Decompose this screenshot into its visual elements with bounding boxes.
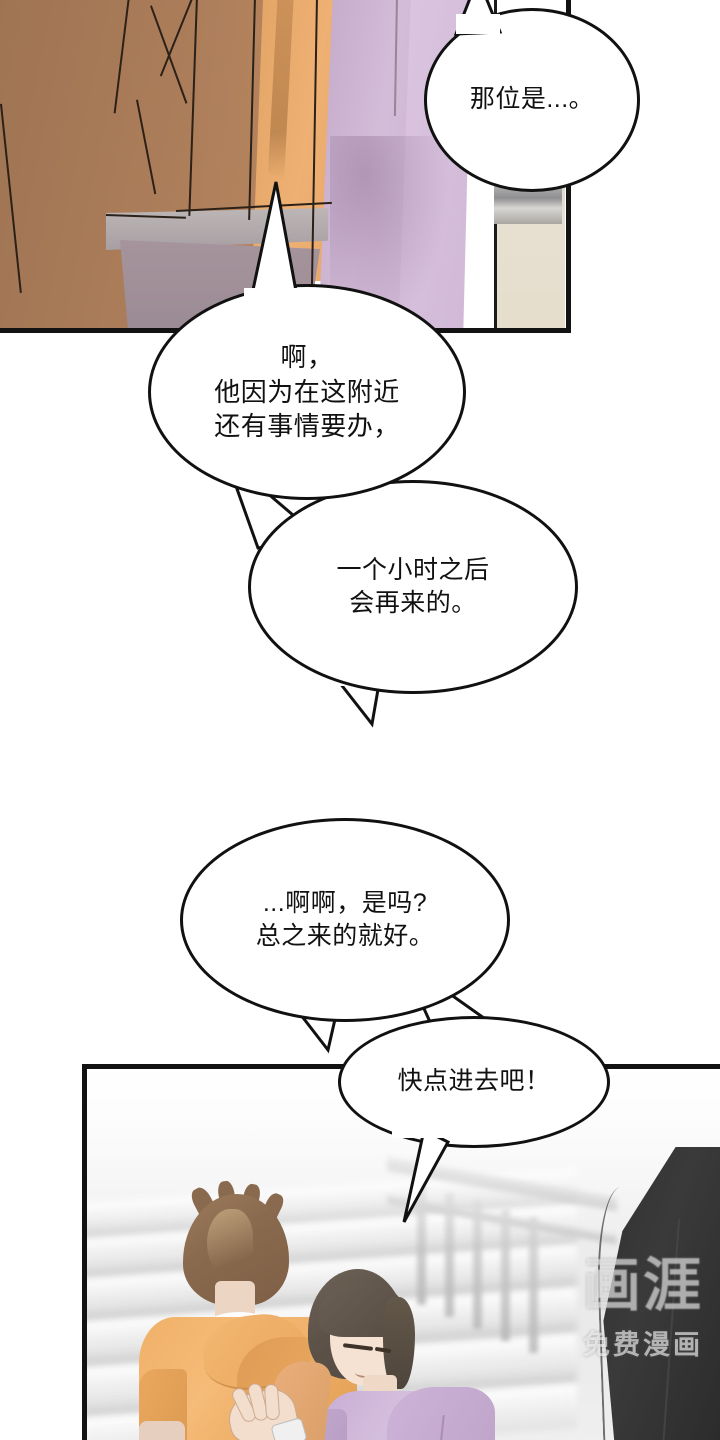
railing-post bbox=[445, 1193, 454, 1317]
speech-bubble-that-person: 那位是...。 bbox=[424, 8, 640, 192]
speech-bubble-explanation: 啊， 他因为在这附近 还有事情要办， bbox=[148, 284, 466, 500]
character-a-hair-highlight bbox=[207, 1209, 253, 1277]
bubble-2-tail-cover bbox=[244, 288, 314, 308]
bubble-4-text: ...啊啊，是吗? 总之来的就好。 bbox=[255, 888, 435, 951]
panel-top-artwork bbox=[0, 0, 566, 328]
speech-bubble-one-hour: 一个小时之后 会再来的。 bbox=[248, 480, 578, 694]
speech-bubble-lets-go-in: 快点进去吧！ bbox=[338, 1016, 610, 1148]
bubble-5-text: 快点进去吧！ bbox=[397, 1067, 551, 1096]
bubble-1-tail-cover bbox=[456, 14, 500, 34]
bubble-5-tail bbox=[390, 1127, 460, 1226]
character-a-arm bbox=[139, 1421, 185, 1440]
bubble-1-text: 那位是...。 bbox=[469, 85, 595, 114]
character-b-side-hair bbox=[383, 1297, 415, 1389]
bubble-2-text: 啊， 他因为在这附近 还有事情要办， bbox=[214, 341, 400, 442]
speech-bubble-is-that-so: ...啊啊，是吗? 总之来的就好。 bbox=[180, 818, 510, 1022]
bubble-5-tail-cover bbox=[392, 1122, 450, 1138]
railing-post bbox=[529, 1217, 538, 1353]
finger bbox=[263, 1383, 281, 1421]
railing-post bbox=[501, 1209, 510, 1341]
railing-post bbox=[473, 1201, 482, 1329]
dark-figure-edge-highlight bbox=[594, 1185, 670, 1440]
bubble-3-text: 一个小时之后 会再来的。 bbox=[336, 555, 490, 618]
